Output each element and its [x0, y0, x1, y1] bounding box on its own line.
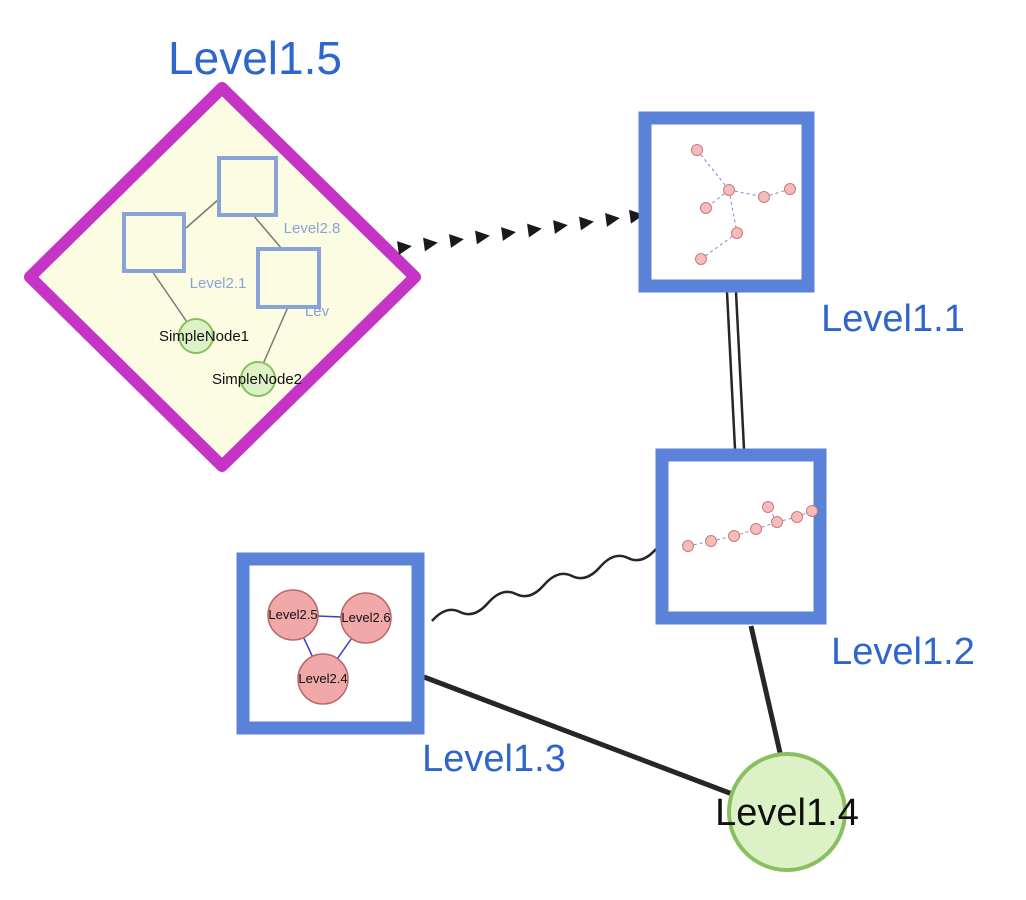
- mini-node[interactable]: [723, 184, 735, 196]
- mini-node[interactable]: [806, 505, 818, 517]
- mini-node[interactable]: [750, 523, 762, 535]
- node-level2-8[interactable]: [217, 156, 278, 217]
- double-line-right: [734, 291, 746, 450]
- edge-level1-3-level1-2[interactable]: [431, 548, 657, 622]
- mini-node[interactable]: [700, 202, 712, 214]
- mini-node[interactable]: [731, 227, 743, 239]
- group-node-level1-5[interactable]: [24, 82, 421, 472]
- label-level1-1: Level1.1: [821, 298, 965, 340]
- arrowhead-icon: [475, 228, 491, 245]
- label-level1-5: Level1.5: [168, 32, 342, 84]
- node-level2-1[interactable]: [122, 212, 186, 273]
- node-level2-4[interactable]: [297, 653, 349, 705]
- mini-node[interactable]: [728, 530, 740, 542]
- node-simplenode1[interactable]: [178, 318, 214, 354]
- arrowhead-icon: [579, 214, 595, 231]
- level1-2-mini-nodes: [682, 501, 818, 552]
- node-simplenode2[interactable]: [240, 361, 276, 397]
- label-level2-6: Level2.6: [341, 610, 390, 625]
- node-level2-5[interactable]: [267, 589, 319, 641]
- arrowhead-icon: [605, 211, 621, 227]
- level1-3-circle-nodes: [267, 589, 392, 705]
- label-lev: Lev: [305, 303, 330, 320]
- mini-edge: [696, 149, 730, 191]
- mini-edge: [728, 189, 738, 234]
- node-lev[interactable]: [256, 247, 321, 309]
- level1-3-subgraph: Level2.5 Level2.6 Level2.4: [267, 589, 392, 705]
- arrowhead-icon: [423, 235, 439, 252]
- edge-level2-8-lev: [252, 214, 283, 250]
- edge-lev-simplenode2: [262, 306, 289, 365]
- label-level1-4: Level1.4: [715, 792, 859, 834]
- edge-level1-5-level1-1[interactable]: [397, 207, 645, 255]
- arrowhead-icon: [449, 232, 465, 248]
- arrowhead-icon: [553, 218, 569, 234]
- level1-1-subgraph: [691, 144, 796, 265]
- mini-node[interactable]: [784, 183, 796, 195]
- mini-node[interactable]: [791, 511, 803, 523]
- arrowhead-icon: [501, 225, 517, 241]
- node-level2-6[interactable]: [340, 592, 392, 644]
- edge-level2-1-level2-8: [185, 198, 220, 229]
- mini-node[interactable]: [691, 144, 703, 156]
- mini-node[interactable]: [682, 540, 694, 552]
- label-simplenode1: SimpleNode1: [159, 328, 249, 345]
- edge-level1-2-level1-4[interactable]: [748, 625, 784, 758]
- edge-level2-1-simplenode1: [151, 270, 190, 326]
- mini-node[interactable]: [762, 501, 774, 513]
- label-simplenode2: SimpleNode2: [212, 371, 302, 388]
- double-line-left: [725, 291, 737, 450]
- mini-node[interactable]: [771, 516, 783, 528]
- level1-2-subgraph: [682, 501, 818, 552]
- label-level2-1: Level2.1: [190, 275, 247, 292]
- arrowhead-icon: [397, 239, 413, 255]
- edge-level1-3-level1-4[interactable]: [423, 674, 741, 800]
- mini-edge: [700, 232, 738, 260]
- arrowhead-icon: [527, 221, 543, 238]
- node-level1-4[interactable]: [727, 752, 847, 872]
- label-level2-4: Level2.4: [298, 671, 347, 686]
- label-level1-2: Level1.2: [831, 631, 975, 673]
- node-level1-1[interactable]: [638, 111, 815, 293]
- edge-level1-1-level1-2[interactable]: [725, 291, 746, 450]
- label-level1-3: Level1.3: [422, 738, 566, 780]
- level1-1-mini-nodes: [691, 144, 796, 265]
- label-level2-8: Level2.8: [284, 220, 341, 237]
- mini-node[interactable]: [705, 535, 717, 547]
- mini-node[interactable]: [695, 253, 707, 265]
- mini-node[interactable]: [758, 191, 770, 203]
- level1-5-subgraph-edges: [151, 198, 289, 365]
- mini-edge: [763, 188, 791, 198]
- node-level1-2[interactable]: [655, 448, 827, 625]
- label-level2-5: Level2.5: [268, 607, 317, 622]
